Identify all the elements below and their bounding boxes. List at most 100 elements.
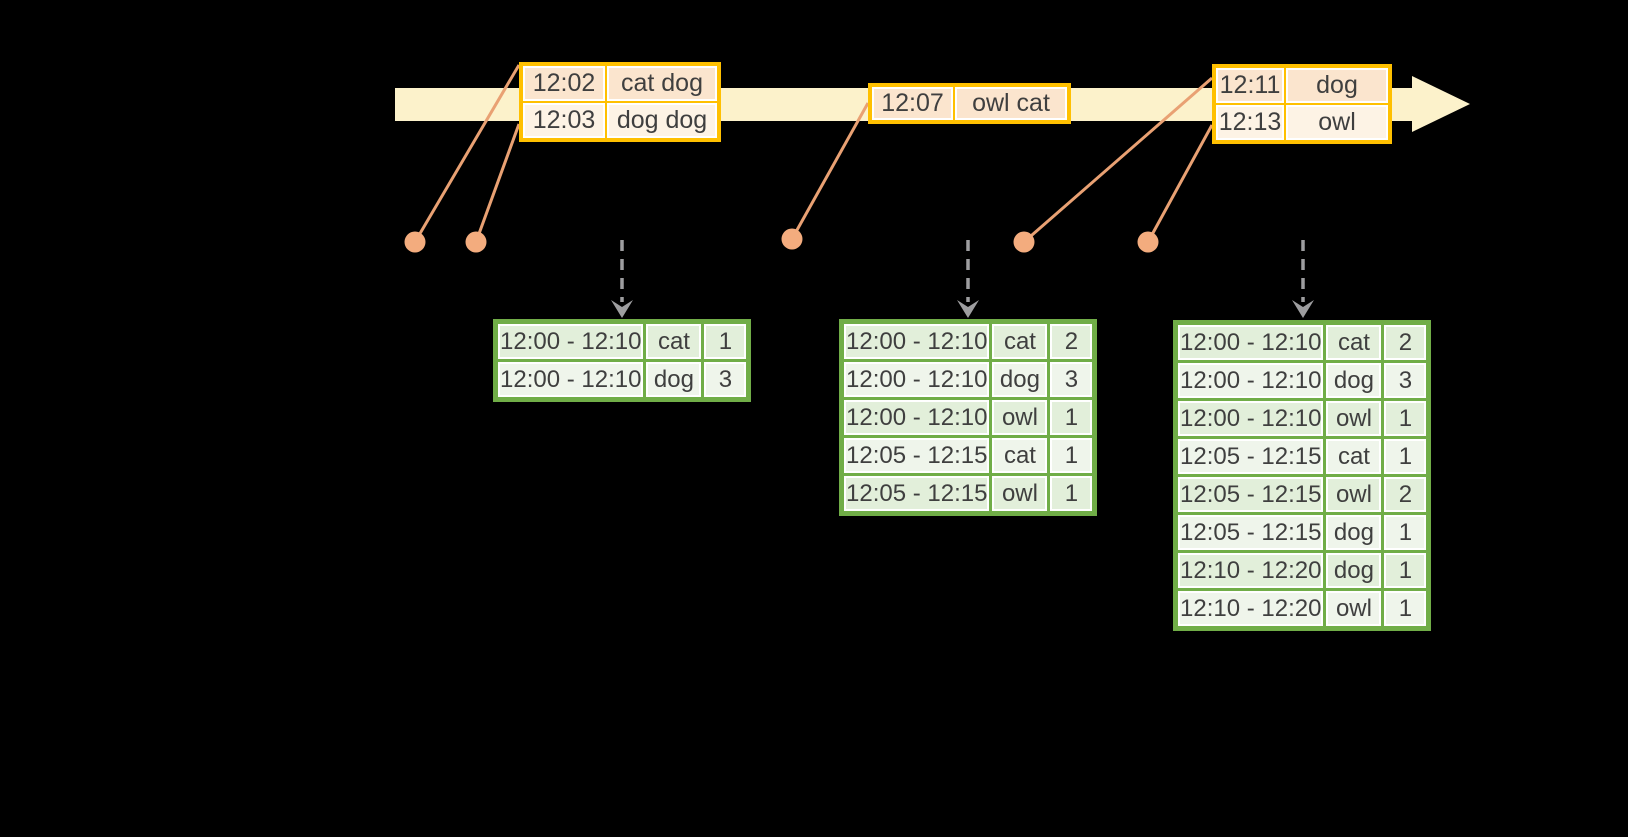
event-dot — [465, 231, 487, 253]
word-cell: owl — [992, 400, 1048, 435]
event-dot — [404, 231, 426, 253]
count-cell: 1 — [1050, 476, 1093, 511]
event-dots — [404, 228, 1159, 253]
count-cell: 3 — [1384, 363, 1427, 398]
window-cell: 12:00 - 12:10 — [844, 324, 990, 359]
count-cell: 1 — [1050, 438, 1093, 473]
window-cell: 12:05 - 12:15 — [844, 438, 990, 473]
window-cell: 12:10 - 12:20 — [1178, 553, 1324, 588]
word-cell: owl — [1326, 591, 1382, 626]
event-dot — [1137, 231, 1159, 253]
event-words-cell: dog dog — [607, 103, 717, 138]
event-time-cell: 12:02 — [523, 66, 605, 101]
count-cell: 1 — [704, 324, 747, 359]
event-dot — [1013, 231, 1035, 253]
word-cell: cat — [992, 324, 1048, 359]
connector-line — [1023, 76, 1213, 244]
word-cell: cat — [992, 438, 1048, 473]
window-cell: 12:00 - 12:10 — [498, 324, 644, 359]
connector-line — [790, 102, 870, 240]
word-cell: dog — [992, 362, 1048, 397]
word-cell: cat — [1326, 439, 1382, 474]
word-cell: dog — [1326, 515, 1382, 550]
word-cell: cat — [1326, 325, 1382, 360]
window-cell: 12:00 - 12:10 — [844, 400, 990, 435]
event-time-cell: 12:03 — [523, 103, 605, 138]
word-cell: owl — [992, 476, 1048, 511]
timeline-arrowhead-icon — [1412, 76, 1470, 132]
window-cell: 12:00 - 12:10 — [1178, 363, 1324, 398]
arrow-down-icon — [1292, 300, 1314, 318]
window-cell: 12:05 - 12:15 — [844, 476, 990, 511]
arrow-down-icon — [957, 300, 979, 318]
arrow-down-icon — [611, 300, 633, 318]
event-words-cell: owl — [1286, 105, 1388, 140]
count-cell: 3 — [704, 362, 747, 397]
window-cell: 12:10 - 12:20 — [1178, 591, 1324, 626]
count-cell: 1 — [1384, 401, 1427, 436]
event-connector-lines — [413, 64, 1214, 244]
word-cell: dog — [1326, 553, 1382, 588]
window-cell: 12:05 - 12:15 — [1178, 439, 1324, 474]
count-cell: 3 — [1050, 362, 1093, 397]
count-cell: 1 — [1384, 439, 1427, 474]
count-cell: 1 — [1384, 553, 1427, 588]
event-dot — [781, 228, 803, 250]
connector-line — [474, 123, 521, 243]
count-cell: 2 — [1384, 477, 1427, 512]
window-cell: 12:00 - 12:10 — [1178, 401, 1324, 436]
word-cell: owl — [1326, 477, 1382, 512]
count-cell: 1 — [1384, 515, 1427, 550]
trigger-arrowheads — [611, 300, 1314, 318]
event-words-cell: dog — [1286, 68, 1388, 103]
connector-line — [1146, 124, 1214, 243]
window-cell: 12:00 - 12:10 — [498, 362, 644, 397]
word-cell: dog — [1326, 363, 1382, 398]
event-time-cell: 12:13 — [1216, 105, 1284, 140]
word-cell: cat — [646, 324, 702, 359]
event-words-cell: owl cat — [955, 87, 1067, 120]
word-cell: owl — [1326, 401, 1382, 436]
window-cell: 12:00 - 12:10 — [1178, 325, 1324, 360]
event-time-cell: 12:07 — [872, 87, 953, 120]
count-cell: 2 — [1050, 324, 1093, 359]
connector-line — [413, 64, 521, 243]
count-cell: 2 — [1384, 325, 1427, 360]
window-cell: 12:05 - 12:15 — [1178, 477, 1324, 512]
count-cell: 1 — [1050, 400, 1093, 435]
trigger-arrows — [620, 240, 1305, 302]
event-words-cell: cat dog — [607, 66, 717, 101]
